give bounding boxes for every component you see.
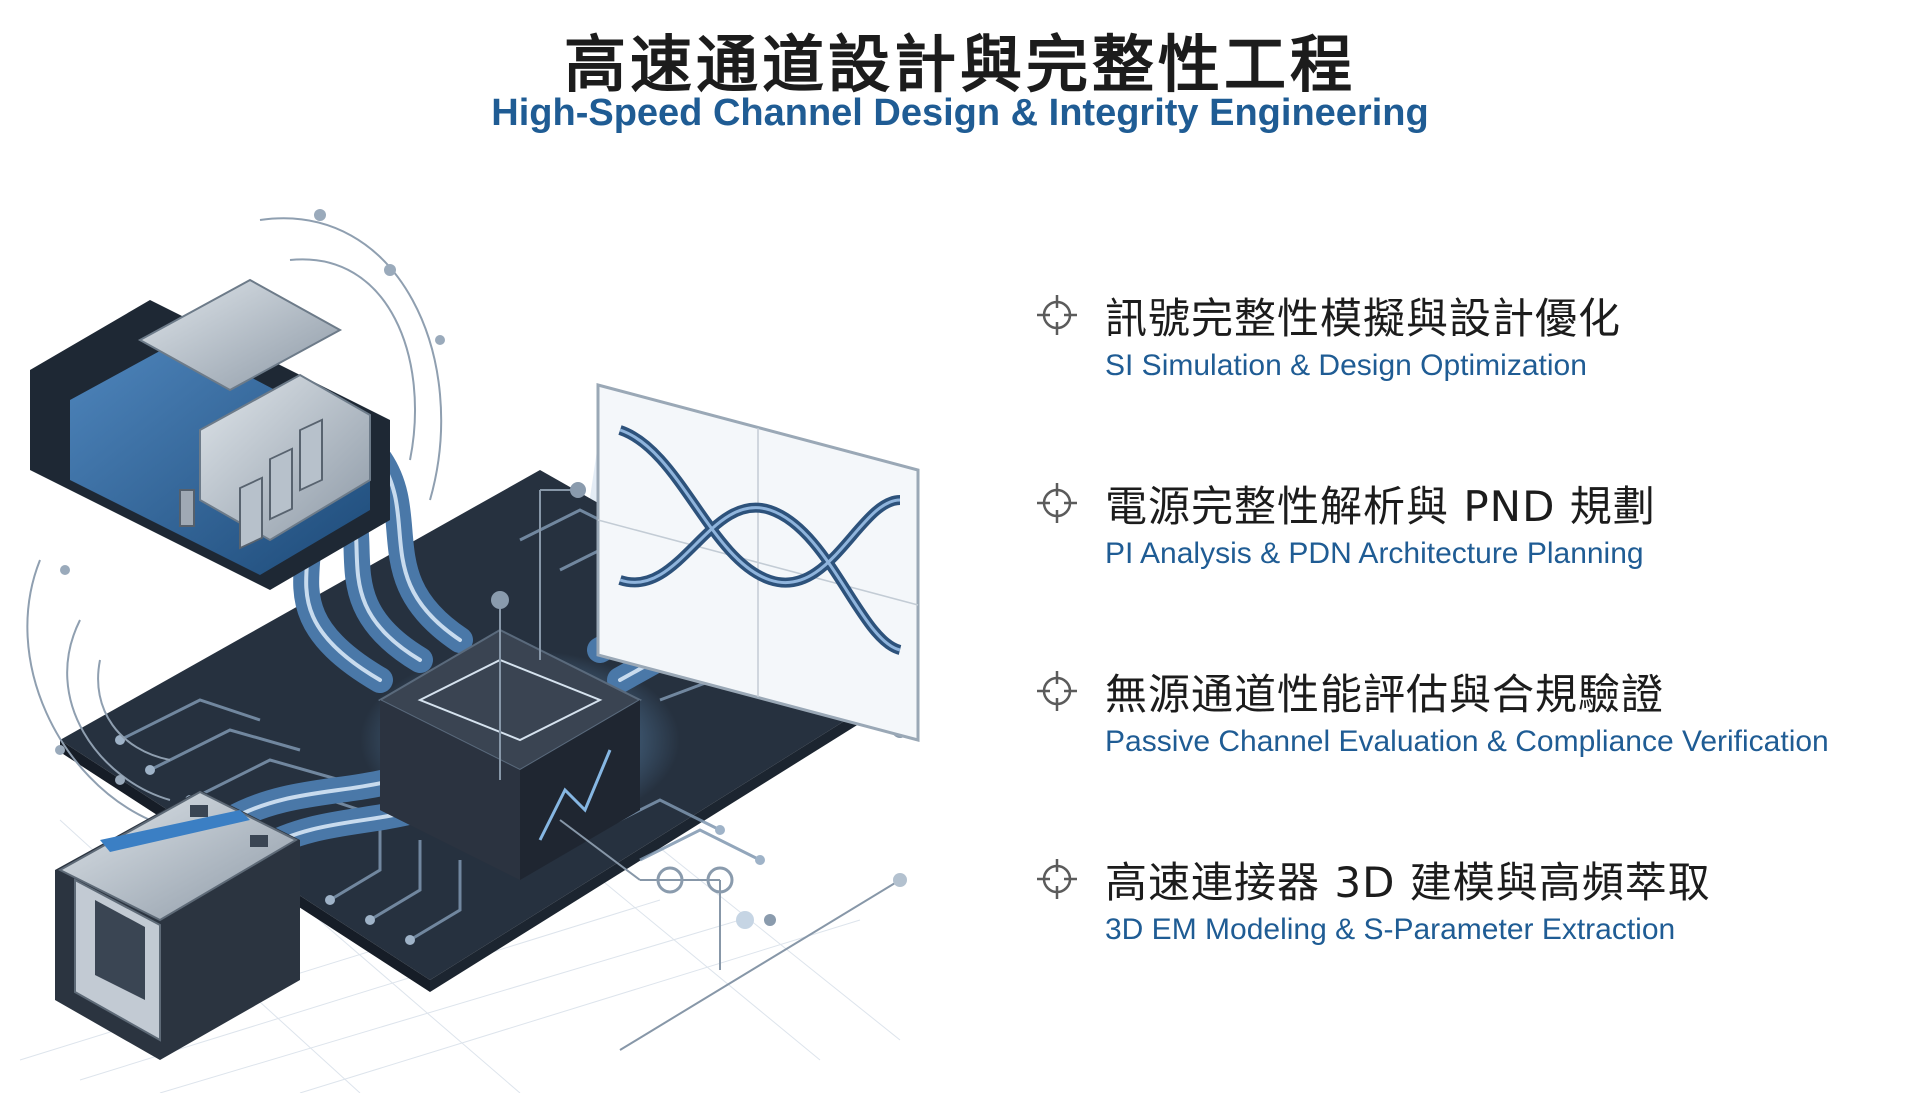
crosshair-icon <box>1037 671 1077 711</box>
feature-title-zh: 訊號完整性模擬與設計優化 <box>1105 294 1622 343</box>
feature-title-zh: 無源通道性能評估與合規驗證 <box>1105 670 1665 719</box>
feature-title-en: SI Simulation & Design Optimization <box>1105 349 1587 382</box>
feature-title-en: PI Analysis & PDN Architecture Planning <box>1105 537 1644 570</box>
pcb-channel-illustration <box>19 209 920 1093</box>
bottom-connector <box>55 790 300 1060</box>
feature-title-en: Passive Channel Evaluation & Compliance … <box>1105 725 1829 758</box>
feature-item-si: 訊號完整性模擬與設計優化 SI Simulation & Design Opti… <box>1035 285 1915 473</box>
feature-title-zh: 高速連接器 3D 建模與高頻萃取 <box>1105 858 1711 907</box>
feature-list: 訊號完整性模擬與設計優化 SI Simulation & Design Opti… <box>1035 285 1915 1037</box>
feature-item-passive: 無源通道性能評估與合規驗證 Passive Channel Evaluation… <box>1035 661 1915 849</box>
page-title: 高速通道設計與完整性工程 <box>563 28 1356 101</box>
eye-diagram-panel <box>596 383 920 742</box>
crosshair-icon <box>1037 859 1077 899</box>
field-arc-nodes <box>55 209 445 785</box>
field-arcs <box>26 217 443 821</box>
feature-item-3d-em: 高速連接器 3D 建模與高頻萃取 3D EM Modeling & S-Para… <box>1035 849 1915 1037</box>
crosshair-icon <box>1037 295 1077 335</box>
page-subtitle: High-Speed Channel Design & Integrity En… <box>491 92 1429 134</box>
top-connector <box>30 278 390 590</box>
feature-item-pi: 電源完整性解析與 PND 規劃 PI Analysis & PDN Archit… <box>1035 473 1915 661</box>
central-chip <box>377 628 643 880</box>
feature-title-en: 3D EM Modeling & S-Parameter Extraction <box>1105 913 1676 946</box>
crosshair-icon <box>1037 483 1077 523</box>
feature-title-zh: 電源完整性解析與 PND 規劃 <box>1105 482 1656 531</box>
